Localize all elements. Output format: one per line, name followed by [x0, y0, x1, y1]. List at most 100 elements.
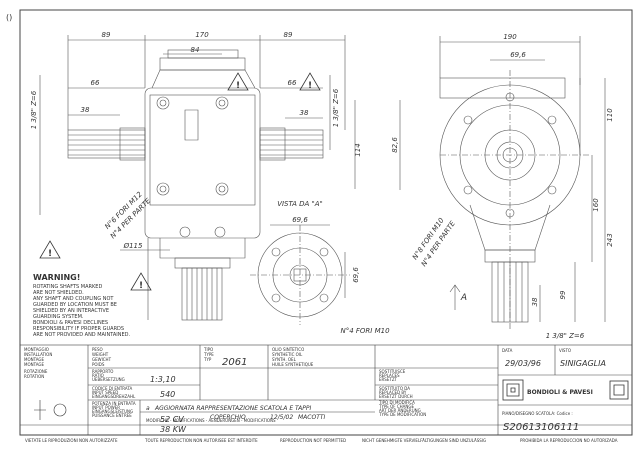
svg-text:GUARDED BY LOCATION MUST BE: GUARDED BY LOCATION MUST BE [33, 302, 117, 308]
svg-text:!: ! [139, 281, 143, 291]
change-type-label-1: TYPE OF CHANGE [378, 404, 414, 409]
svg-text:SHIELDED BY AN INTERACTIVE: SHIELDED BY AN INTERACTIVE [33, 308, 109, 314]
oil-label-3: HUILE SYNTHETIQUE [272, 362, 314, 367]
speed-label-2: EINGANGSDREHZAHL [92, 394, 136, 399]
modifiche-label: MODIFICHE - MODIFICATIONS - AENDERUNGEN … [146, 418, 276, 423]
svg-text:ANY SHAFT AND COUPLING NOT: ANY SHAFT AND COUPLING NOT [33, 296, 114, 302]
dim-38-bottom: 38 [531, 297, 539, 306]
codice-value: S20613106111 [503, 422, 579, 433]
weight-label-3: POIDS [92, 362, 105, 367]
tipo-label-1: TYPE [203, 352, 214, 357]
dim-66-right: 66 [288, 79, 297, 87]
replaces-label-1: REPLACES [379, 373, 400, 378]
dim-69-6-top: 69,6 [510, 51, 526, 59]
ratio-value: 1:3,10 [150, 375, 176, 384]
dim-99: 99 [559, 290, 567, 299]
shaft-bottom: 1 3/8" Z=6 [546, 332, 585, 340]
warning-triangle-1 [39, 240, 61, 259]
power-label-2: EINGANGSLEISTUNG [92, 409, 133, 414]
replaced-by-label-1: REPLACED BY [379, 390, 407, 395]
left-label-0: MONTAGGIO [24, 347, 49, 352]
dim-160: 160 [592, 198, 600, 212]
weight-label-1: WEIGHT [92, 352, 109, 357]
left-label-1: INSTALLATION [24, 352, 52, 357]
speed-label-0: CODICE DI ENTRATA [92, 386, 132, 391]
visto-value: SINIGAGLIA [560, 359, 606, 368]
svg-text:!: ! [48, 249, 52, 259]
dim-38-right: 38 [300, 109, 309, 117]
svg-text:ROTATING SHAFTS MARKED: ROTATING SHAFTS MARKED [33, 284, 102, 290]
ratio-label-0: RAPPORTO [92, 369, 113, 374]
svg-text:ARE NOT PROVIDED AND MAINTAINE: ARE NOT PROVIDED AND MAINTAINED. [33, 332, 131, 338]
oil-label-1: SYNTHETIC OIL [272, 352, 303, 357]
mod-code: COPERCHIO [210, 414, 246, 421]
svg-text:ARE NOT SHIELDED.: ARE NOT SHIELDED. [33, 290, 84, 296]
warning-triangle-4 [299, 72, 321, 91]
warning-triangle-2 [130, 272, 152, 291]
footer-segment-3: NICHT GENEHMIGTE VERVIELFÄLTIGUNGEN SIND… [362, 438, 486, 443]
replaces-label-2: ERSETZT [379, 377, 398, 382]
codice-label: PIANO/DISEGNO SCATOLA: Codice : [502, 411, 573, 416]
svg-text:!: ! [308, 81, 312, 91]
power-label-3: PUISSANCE ENTREE [92, 413, 132, 418]
dim-89-left: 89 [102, 31, 111, 39]
title-block [19, 344, 633, 436]
dim-66-left: 66 [91, 79, 100, 87]
footer-segment-2: REPRODUCTION NOT PERMITTED [280, 438, 346, 443]
view-title: VISTA DA "A" [277, 200, 323, 208]
shaft-symbol-icon [34, 400, 46, 420]
mod-text: AGGIORNATA RAPPRESENTAZIONE SCATOLA E TA… [154, 405, 311, 412]
svg-text:RESPONSIBILITY IF PROPER GUARD: RESPONSIBILITY IF PROPER GUARDS [33, 326, 124, 332]
tipo-label-0: TIPO [203, 347, 213, 352]
change-type-label-0: TIPO DI MODIFICA [378, 400, 415, 405]
ratio-label-1: RATIO [92, 373, 104, 378]
shaft-left: 1 3/8" Z=6 [30, 90, 38, 129]
dim-110: 110 [606, 108, 614, 122]
svg-text:BONDIOLI & PAVESI: BONDIOLI & PAVESI [527, 389, 593, 396]
dim-84: 84 [191, 46, 200, 54]
dim-69-6-side: 69,6 [352, 267, 360, 283]
power-kw-value: 38 KW [160, 425, 187, 434]
replaced-by-label-2: ERSETZT DURCH [379, 394, 413, 399]
warning-lines: ROTATING SHAFTS MARKED ARE NOT SHIELDED.… [33, 284, 131, 338]
shaft-right: 1 3/8" Z=6 [332, 88, 340, 127]
arrow-a: A [460, 293, 467, 303]
tipo-value: 2061 [222, 357, 247, 368]
footer-segment-1: TOUTE REPRODUCTION NON AUTORISEE EST INT… [144, 438, 258, 443]
projection-symbol-icon [53, 403, 67, 417]
mod-date: 12/5/02 [270, 414, 293, 421]
weight-label-2: GEWICHT [92, 357, 112, 362]
mod-line-a: a [146, 405, 150, 412]
replaces-label-0: SOSTITUISCE [379, 369, 406, 374]
dim-243: 243 [606, 233, 614, 246]
speed-label-1: INPUT SPEED [92, 390, 118, 395]
change-type-label-2: ART DER ÄNDERUNG [379, 408, 421, 413]
data-value: 29/03/96 [505, 359, 541, 368]
rotation-label-0: ROTAZIONE [24, 369, 48, 374]
side-view-housing [439, 77, 566, 99]
footer-segment-0: VIETATE LE RIPRODUZIONI NON AUTORIZZATE [25, 438, 118, 443]
power-label-1: INPUT POWER [92, 405, 120, 410]
oil-label-0: OLIO SINTETICO [272, 347, 304, 352]
dim-114: 114 [354, 143, 362, 156]
gearbox-body [144, 87, 261, 239]
tipo-label-2: TYP [203, 357, 212, 362]
weight-label-0: PESO [92, 347, 103, 352]
svg-text:GUARDING SYSTEM.: GUARDING SYSTEM. [33, 314, 84, 320]
corner-mark: () [6, 13, 12, 22]
speed-value: 540 [160, 390, 175, 399]
warning-title: WARNING! [33, 273, 80, 282]
footer-segment-4: PROHIBIDA LA REPRODUCCION NO AUTORIZADA [520, 438, 618, 443]
rotation-label-1: ROTATION [24, 374, 44, 379]
dim-115: Ø115 [123, 242, 143, 250]
svg-text:BONDIOLI & PAVESI DECLINES: BONDIOLI & PAVESI DECLINES [33, 320, 108, 326]
ratio-label-2: UEBERSETZUNG [92, 377, 125, 382]
dim-170: 170 [195, 31, 209, 39]
oil-label-2: SYNTH. OEL [272, 357, 297, 362]
power-label-0: POTENZA IN ENTRATA [92, 401, 136, 406]
dim-69-6-view: 69,6 [292, 216, 308, 224]
svg-text:!: ! [236, 81, 240, 91]
warning-triangle-3 [227, 72, 249, 91]
